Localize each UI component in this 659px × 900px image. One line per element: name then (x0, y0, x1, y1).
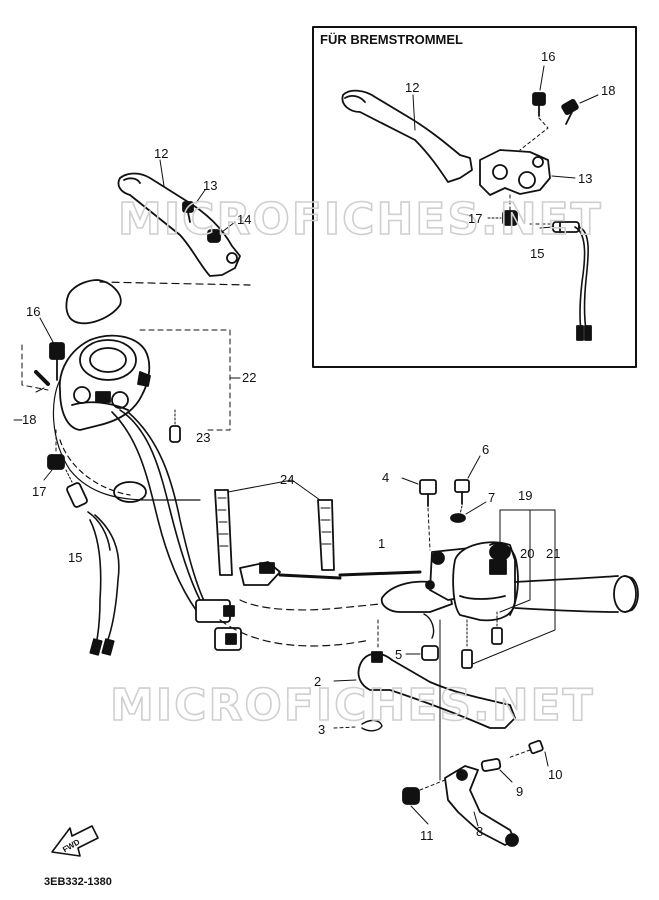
callout-13-main: 13 (203, 178, 217, 193)
circlip-3 (333, 719, 383, 732)
right-handlebar (514, 575, 639, 613)
callout-20: 20 (520, 546, 534, 561)
inset-lever (341, 89, 473, 183)
inset-screw-18 (561, 94, 599, 125)
callout-8: 8 (476, 824, 483, 839)
spring-9 (480, 758, 513, 783)
left-harness (111, 409, 242, 651)
right-harness (219, 561, 422, 647)
left-nut-14 (207, 221, 236, 243)
callout-12-inset: 12 (405, 80, 419, 95)
nut-5 (405, 613, 439, 661)
inset-frame (312, 26, 637, 368)
callout-23: 23 (196, 430, 210, 445)
callout-17-inset: 17 (468, 211, 482, 226)
callout-1: 1 (378, 536, 385, 551)
callout-10: 10 (548, 767, 562, 782)
callout-3: 3 (318, 722, 325, 737)
left-screw-18 (34, 370, 50, 393)
callout-14: 14 (237, 212, 251, 227)
collar-11 (402, 619, 446, 825)
left-lever (117, 172, 241, 277)
screw-20 (491, 611, 503, 645)
fwd-arrow-icon (51, 825, 99, 857)
callout-19: 19 (518, 488, 532, 503)
watermark-top: MICROFICHES.NET (118, 194, 603, 245)
callout-11: 11 (420, 828, 434, 843)
switch-arm-8 (444, 765, 519, 847)
callout-4: 4 (382, 470, 389, 485)
inset-title: FÜR BREMSTROMMEL (320, 32, 463, 47)
callout-21: 21 (546, 546, 560, 561)
drawing-code: 3EB332-1380 (44, 876, 112, 888)
brake-lever (333, 619, 516, 729)
callout-15-main: 15 (68, 550, 82, 565)
screw-21 (461, 619, 473, 669)
callout-13-inset: 13 (578, 171, 592, 186)
callout-5: 5 (395, 647, 402, 662)
callout-17-main: 17 (32, 484, 46, 499)
inset-bracket (479, 149, 551, 196)
callout-12-main: 12 (154, 146, 168, 161)
left-clutch-switch (65, 469, 120, 656)
left-handlebar (65, 279, 251, 325)
callout-18-inset: 18 (601, 83, 615, 98)
left-bolt-13 (182, 189, 206, 223)
callout-19-bracket (469, 509, 556, 666)
bolt-4 (401, 477, 437, 551)
callout-7: 7 (488, 490, 495, 505)
right-switch-housing (452, 541, 519, 622)
cable-ties-24 (214, 479, 335, 576)
callout-2: 2 (314, 674, 321, 689)
screw-23 (169, 409, 181, 443)
callout-16-inset: 16 (541, 49, 555, 64)
left-lever-holder (52, 334, 201, 503)
watermark-bottom: MICROFICHES.NET (110, 680, 595, 731)
callout-16-main: 16 (26, 304, 40, 319)
left-bolt-16 (39, 317, 65, 381)
inset-bolt-16 (519, 65, 549, 151)
left-nut-17 (43, 429, 65, 481)
inset-nut-17 (487, 194, 518, 226)
callout-15-inset: 15 (530, 246, 544, 261)
bolt-6 (454, 455, 481, 505)
washer-7 (450, 501, 487, 523)
inset-brake-switch (529, 221, 592, 341)
bracket-22-frame (21, 329, 241, 431)
callout-6: 6 (482, 442, 489, 457)
screw-10 (507, 739, 549, 767)
callout-9: 9 (516, 784, 523, 799)
callout-24: 24 (280, 472, 294, 487)
callout-18-main: 18 (22, 412, 36, 427)
callout-22: 22 (242, 370, 256, 385)
